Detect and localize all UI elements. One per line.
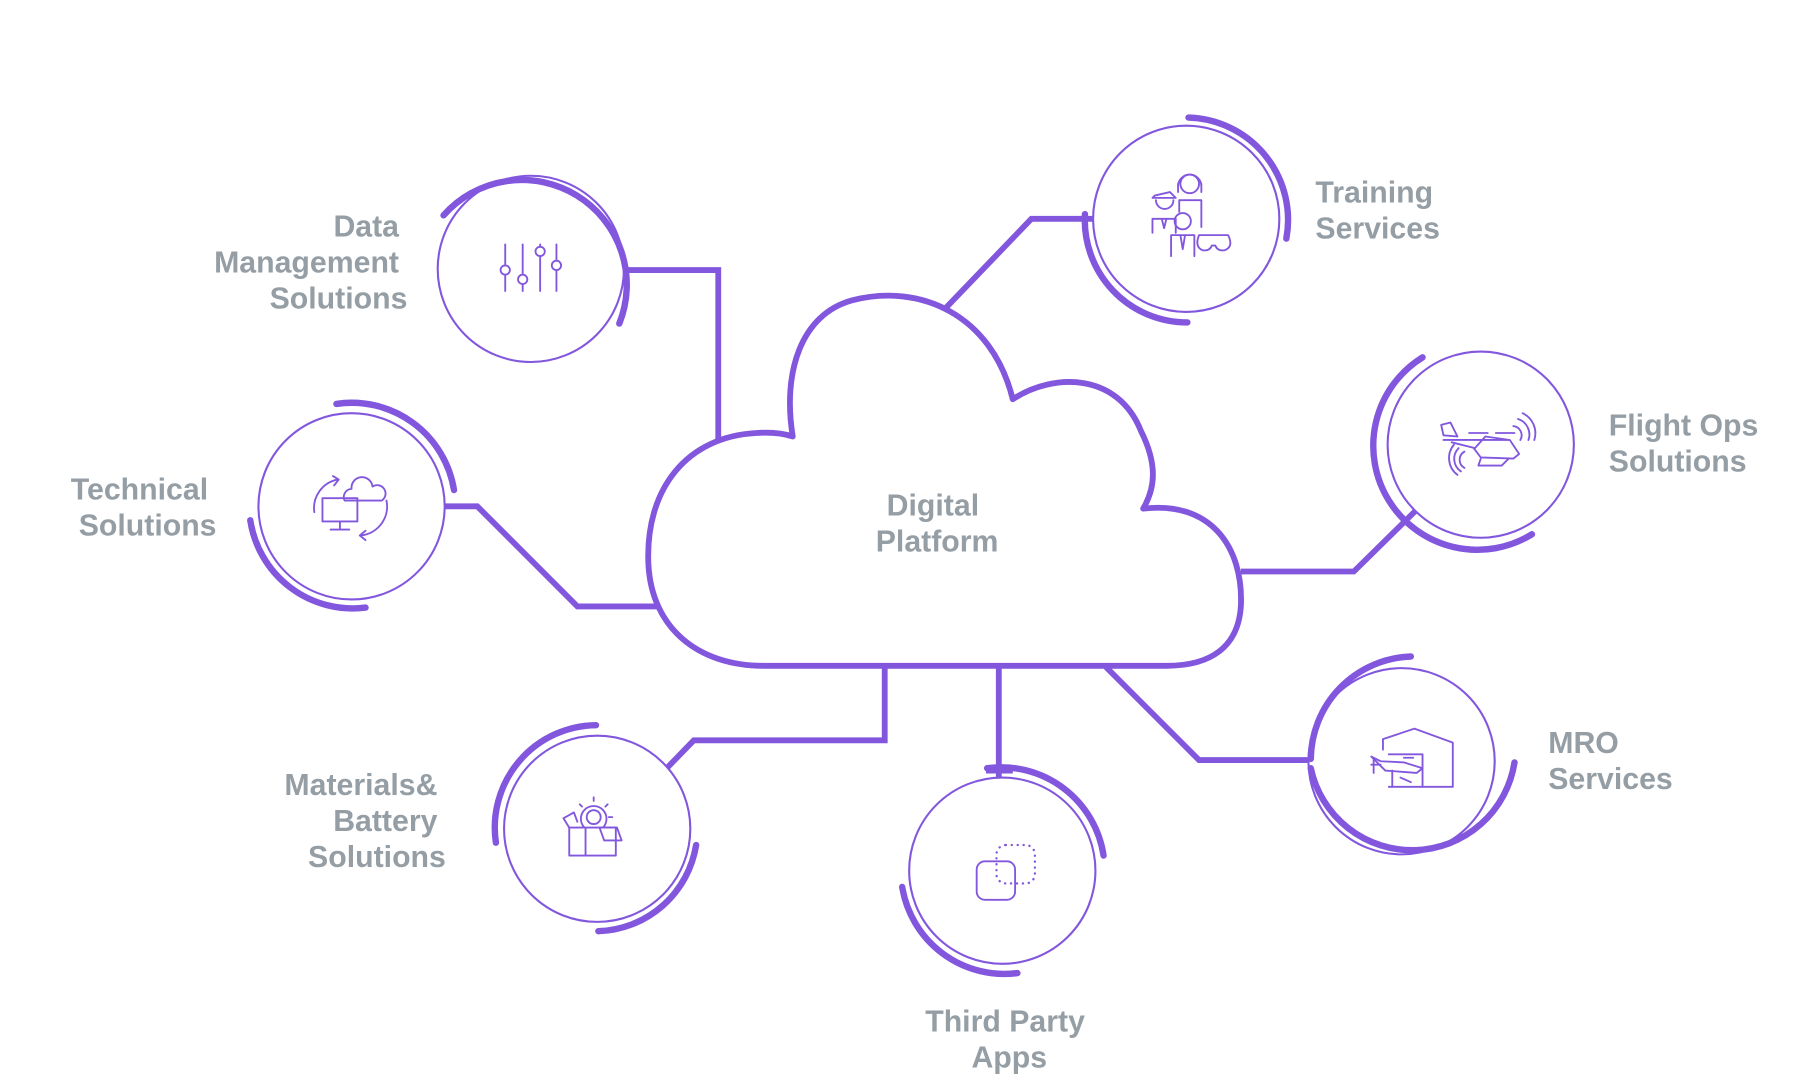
node-label-line: Solutions (270, 282, 408, 315)
node-label: Data Management Solutions (214, 210, 407, 315)
connector-technical (428, 503, 662, 610)
node-arc (595, 841, 700, 935)
connector-materials-battery (654, 666, 888, 781)
node-ring (436, 174, 626, 364)
node-flight-ops[interactable]: Flight Ops Solutions (1370, 350, 1767, 554)
connector-flight-ops (1240, 497, 1430, 575)
app-squares-icon (975, 843, 1037, 901)
node-technical[interactable]: Technical Solutions (71, 399, 458, 612)
node-ring (1092, 124, 1281, 313)
node-label-line: Management (214, 246, 399, 279)
box-gear-icon (562, 796, 623, 857)
node-label: Materials& Battery Solutions (284, 769, 445, 874)
node-arc (1307, 759, 1518, 854)
cloud-sync-monitor-icon (313, 475, 388, 542)
node-data-management[interactable]: Data Management Solutions (214, 174, 630, 364)
center-label-line-2: Platform (876, 526, 999, 559)
node-arc (1185, 114, 1292, 242)
sliders-icon (499, 243, 563, 292)
node-label-line: MRO (1548, 727, 1619, 760)
node-label-line: Technical (71, 473, 208, 506)
node-label-line: Flight Ops (1609, 409, 1759, 442)
hangar-aircraft-icon (1370, 727, 1454, 788)
node-arc (983, 764, 1107, 859)
node-label-line: Battery (333, 805, 437, 838)
node-label: Technical Solutions (71, 473, 217, 542)
connector-data-management (607, 267, 722, 443)
node-materials-battery[interactable]: Materials& Battery Solutions (284, 721, 700, 935)
node-ring (1307, 667, 1496, 856)
evtol-aircraft-icon (1440, 412, 1537, 476)
node-training[interactable]: Training Services (1081, 114, 1442, 326)
node-label-line: Third Party (925, 1005, 1085, 1038)
node-ring (908, 776, 1097, 965)
node-third-party[interactable]: Third Party Apps (898, 764, 1107, 1074)
node-label: Flight Ops Solutions (1609, 409, 1767, 478)
node-label: Third Party Apps (925, 1005, 1093, 1074)
node-mro[interactable]: MRO Services (1307, 653, 1673, 856)
node-arc (333, 399, 458, 494)
node-arc (1081, 210, 1191, 326)
cloud-icon (645, 292, 1244, 669)
node-label-line: Solutions (308, 841, 446, 874)
node-label-line: Materials& (284, 769, 437, 802)
node-arc (247, 517, 369, 612)
node-ring (1386, 350, 1575, 539)
node-arc (1307, 653, 1415, 763)
node-label-line: Solutions (79, 509, 217, 542)
node-arc (1370, 354, 1536, 554)
node-label-line: Services (1315, 213, 1439, 246)
center-label-line-1: Digital (887, 490, 979, 523)
node-ring (257, 412, 446, 601)
center-label: Digital Platform (876, 490, 999, 559)
node-label-line: Data (333, 210, 400, 243)
node-label-line: Services (1548, 763, 1672, 796)
node-label-line: Solutions (1609, 445, 1747, 478)
connectors (428, 215, 1430, 806)
node-label: Training Services (1315, 177, 1441, 246)
center-node[interactable]: Digital Platform (645, 292, 1244, 669)
crew-training-icon (1151, 173, 1232, 258)
node-label-line: Apps (971, 1041, 1047, 1074)
node-label-line: Training (1315, 177, 1433, 210)
node-arc (491, 721, 600, 846)
connector-mro (1103, 664, 1333, 763)
node-ring (503, 734, 692, 923)
node-label: MRO Services (1548, 727, 1672, 796)
node-arc (440, 176, 630, 327)
node-arc (898, 883, 1021, 978)
